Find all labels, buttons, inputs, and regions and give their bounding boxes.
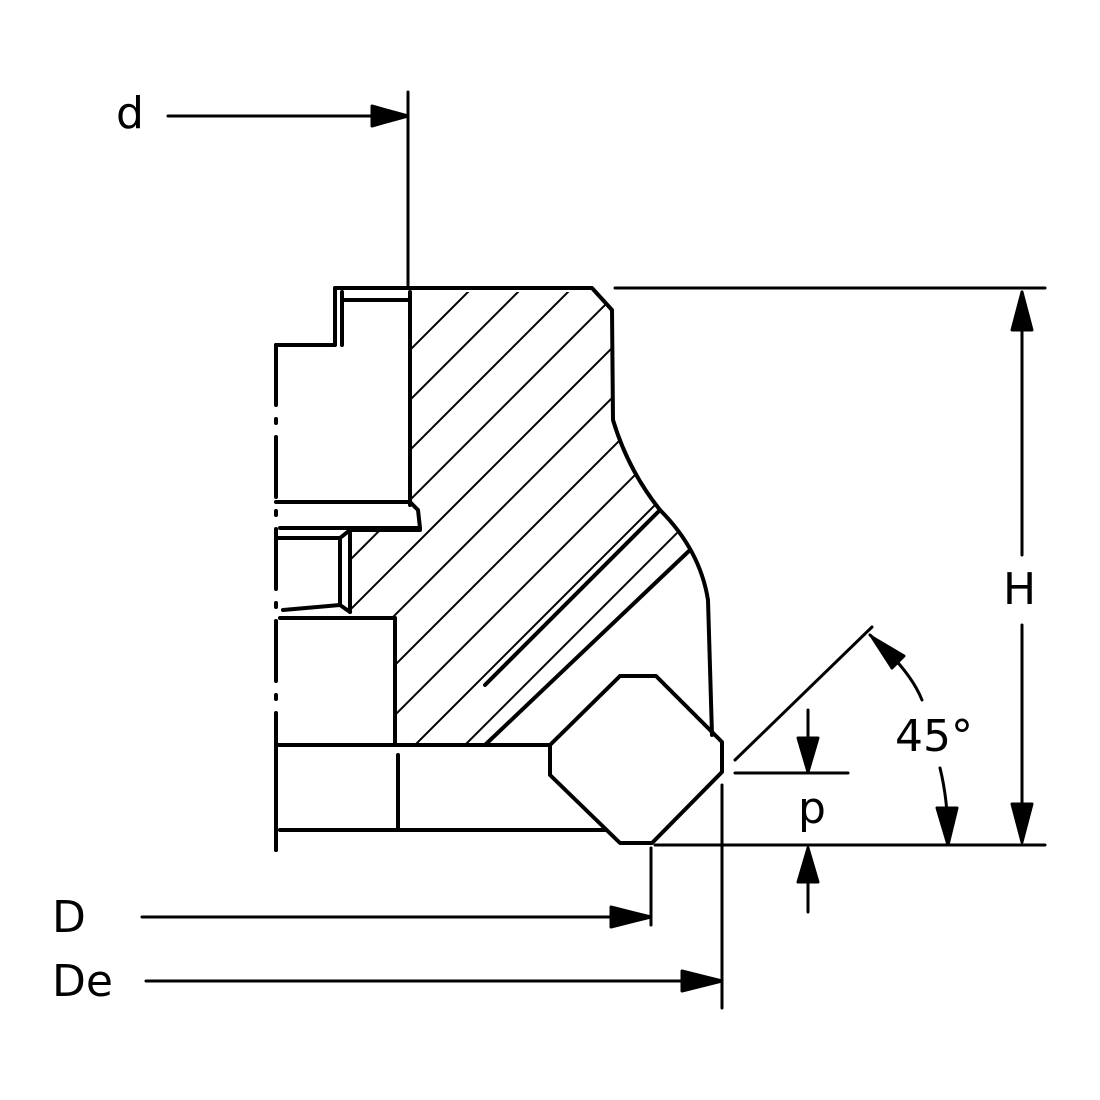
dimension-De	[144, 783, 724, 1010]
label-De: De	[52, 956, 113, 1007]
dimension-p	[733, 708, 850, 914]
cutter-body-outline	[274, 286, 714, 852]
octagon-insert	[548, 674, 724, 845]
label-p: p	[798, 783, 826, 834]
label-D: D	[52, 892, 86, 943]
dimension-D	[140, 846, 653, 929]
section-hatching	[350, 292, 690, 745]
dimension-angle	[733, 625, 959, 847]
dimension-H	[613, 286, 1047, 844]
label-d: d	[116, 88, 144, 139]
dimension-d	[166, 90, 410, 287]
label-H: H	[1003, 564, 1037, 615]
label-angle: 45°	[895, 711, 973, 762]
